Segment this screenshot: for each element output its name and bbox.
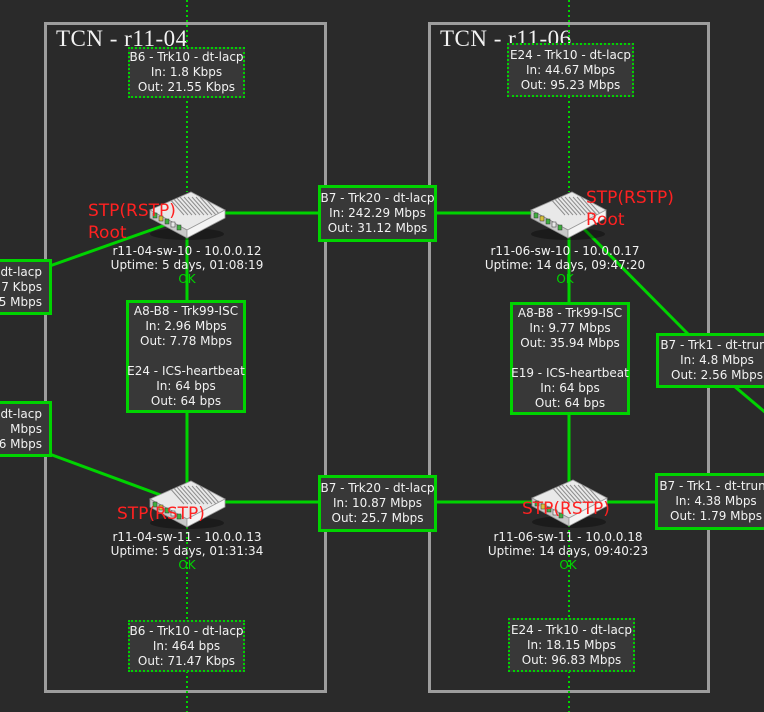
link-line: In: 64 bps [156,379,216,393]
solid-link-edges [43,211,764,504]
link-edge [43,450,175,502]
device-caption: r11-04-sw-11 - 10.0.0.13 Uptime: 5 days,… [67,530,307,572]
stp-label: STP(RSTP) [117,503,205,525]
link-line: A8-B8 - Trk99-ISC [517,306,623,320]
link-line: Mbps [10,421,42,436]
link-box-b7-trk20-top[interactable]: B7 - Trk20 - dt-lacp In: 242.29 Mbps Out… [318,185,437,242]
link-line: Out: 21.55 Kbps [137,80,236,94]
stp-label-line: STP(RSTP) [88,201,176,221]
link-edge [43,222,169,270]
link-box-b7-trk1-bottom[interactable]: B7 - Trk1 - dt-trunk In: 4.38 Mbps Out: … [655,473,764,530]
link-line: E19 - ICS-heartbeat [511,366,629,380]
link-box-isc-r11-06[interactable]: A8-B8 - Trk99-ISC In: 9.77 Mbps Out: 35.… [510,302,630,415]
link-line: E24 - Trk10 - dt-lacp [510,622,633,637]
link-line: Out: 71.47 Kbps [137,653,236,668]
link-line: In: 18.15 Mbps [526,637,616,652]
stp-root-label: STP(RSTP) Root [586,187,674,231]
map-frame-r11-04: TCN - r11-04 [44,22,327,693]
link-line: - dt-lacp [0,406,42,421]
link-line: In: 64 bps [540,381,600,395]
dotted-link-edges [186,0,570,712]
link-box-isc-r11-04[interactable]: A8-B8 - Trk99-ISC In: 2.96 Mbps Out: 7.7… [126,300,246,413]
device-status: OK [556,272,574,286]
device-name: r11-06-sw-11 - 10.0.0.18 [493,530,643,544]
device-caption: r11-06-sw-11 - 10.0.0.18 Uptime: 14 days… [448,530,688,572]
device-caption: r11-04-sw-10 - 10.0.0.12 Uptime: 5 days,… [67,244,307,286]
link-line: Out: 35.94 Mbps [520,336,620,350]
link-box-b6-trk10-bottom[interactable]: B6 - Trk10 - dt-lacp In: 464 bps Out: 71… [128,620,245,672]
link-line: In: 44.67 Mbps [525,62,615,77]
link-line: Out: 1.79 Mbps [670,509,762,523]
link-line: 6 Mbps [0,436,42,451]
device-name: r11-06-sw-10 - 10.0.0.17 [490,244,640,258]
device-uptime: Uptime: 14 days, 09:40:23 [487,544,649,558]
stp-root-line: Root [88,223,127,243]
device-status: OK [178,558,196,572]
link-line: - dt-lacp [0,264,42,279]
link-box-left-edge-bottom[interactable]: - dt-lacp Mbps 6 Mbps [0,401,52,457]
device-name: r11-04-sw-11 - 10.0.0.13 [112,530,262,544]
link-edge [581,226,692,338]
link-line: Out: 96.83 Mbps [521,652,622,667]
device-status: OK [178,272,196,286]
link-line: B6 - Trk10 - dt-lacp [129,623,244,638]
link-line: In: 2.96 Mbps [145,319,227,333]
device-status: OK [559,558,577,572]
link-line: E24 - Trk10 - dt-lacp [509,47,632,62]
frame-title: TCN - r11-04 [56,26,188,51]
link-edge [733,384,764,414]
link-line: Out: 2.56 Mbps [671,368,763,382]
link-line: In: 9.77 Mbps [529,321,611,335]
link-box-b6-trk10-top[interactable]: B6 - Trk10 - dt-lacp In: 1.8 Kbps Out: 2… [128,47,245,98]
link-line: Out: 31.12 Mbps [327,221,428,235]
link-line: In: 4.8 Mbps [680,353,754,367]
stp-label-line: STP(RSTP) [522,499,610,519]
link-line: Out: 7.78 Mbps [140,334,232,348]
stp-label-line: STP(RSTP) [117,504,205,524]
link-line: In: 4.38 Mbps [675,494,757,508]
link-line: E24 - ICS-heartbeat [127,364,245,378]
device-uptime: Uptime: 5 days, 01:08:19 [110,258,264,272]
link-box-left-edge-top[interactable]: - dt-lacp 7 Kbps 95 Mbps [0,259,52,315]
link-line: B7 - Trk1 - dt-trunk [660,338,764,352]
device-uptime: Uptime: 5 days, 01:31:34 [110,544,264,558]
link-line: B6 - Trk10 - dt-lacp [129,50,244,64]
stp-label: STP(RSTP) [522,498,610,520]
device-name: r11-04-sw-10 - 10.0.0.12 [112,244,262,258]
stp-label-line: STP(RSTP) [586,188,674,208]
link-line: Out: 64 bps [534,396,606,410]
link-line: Out: 64 bps [150,394,222,408]
link-line: In: 1.8 Kbps [150,65,223,79]
link-line: B7 - Trk20 - dt-lacp [320,481,435,495]
link-line: In: 242.29 Mbps [329,206,426,220]
link-line: Out: 95.23 Mbps [520,77,621,92]
device-caption: r11-06-sw-10 - 10.0.0.17 Uptime: 14 days… [445,244,685,286]
link-line: B7 - Trk20 - dt-lacp [320,191,435,205]
link-box-e24-trk10-top[interactable]: E24 - Trk10 - dt-lacp In: 44.67 Mbps Out… [507,43,634,97]
stp-root-label: STP(RSTP) Root [88,200,176,244]
link-line: 7 Kbps [1,279,42,294]
link-line: In: 464 bps [152,638,221,653]
link-line: 95 Mbps [0,294,42,309]
link-line: In: 10.87 Mbps [332,496,422,510]
link-line: Out: 25.7 Mbps [331,511,424,525]
link-box-b7-trk1-top[interactable]: B7 - Trk1 - dt-trunk In: 4.8 Mbps Out: 2… [656,333,764,388]
link-line: B7 - Trk1 - dt-trunk [659,479,764,493]
link-line: A8-B8 - Trk99-ISC [133,304,239,318]
stp-root-line: Root [586,210,625,230]
link-box-e24-trk10-bottom[interactable]: E24 - Trk10 - dt-lacp In: 18.15 Mbps Out… [508,618,635,672]
link-box-b7-trk20-bottom[interactable]: B7 - Trk20 - dt-lacp In: 10.87 Mbps Out:… [318,475,437,532]
device-uptime: Uptime: 14 days, 09:47:20 [484,258,646,272]
